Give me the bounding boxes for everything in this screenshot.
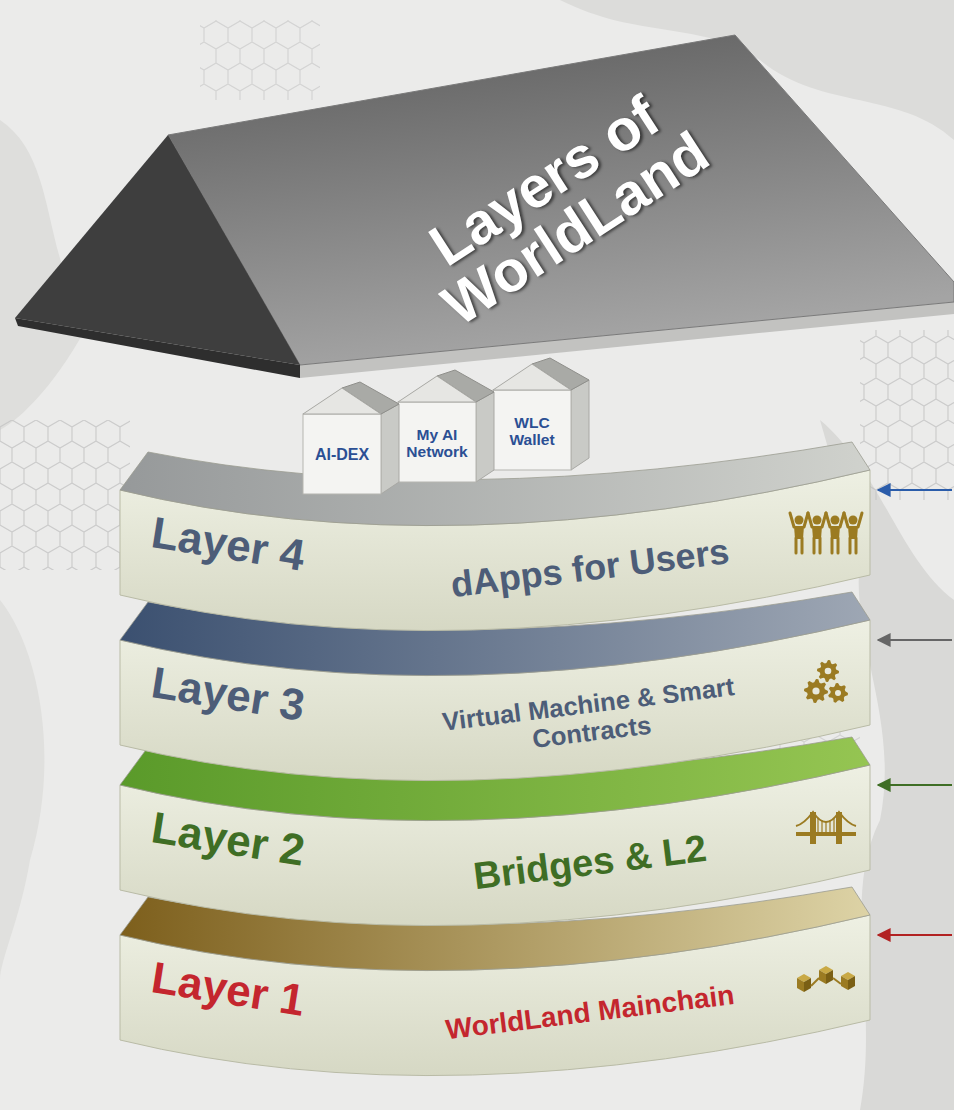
house-text: WLC Wallet <box>495 414 569 448</box>
people-icon <box>790 513 862 553</box>
house-gable <box>493 364 571 390</box>
slab-top <box>120 442 870 526</box>
house-label: My AI Network <box>400 410 474 476</box>
house-node: WLC Wallet <box>493 358 589 470</box>
gears-icon <box>804 660 848 703</box>
house-node: My AI Network <box>398 370 494 482</box>
slab-top <box>120 887 870 971</box>
house-front <box>303 414 381 494</box>
bridge-icon <box>796 812 856 844</box>
roof-node: Layers of WorldLand <box>0 0 954 380</box>
house-text: My AI Network <box>400 426 474 460</box>
roof-gable-edge <box>15 318 300 378</box>
house-label: AI-DEX <box>305 422 379 488</box>
house-front <box>398 402 476 482</box>
map-region <box>0 600 44 980</box>
house-shape <box>303 382 399 494</box>
hex-texture <box>0 420 130 570</box>
house-side <box>381 404 399 494</box>
house-gable <box>398 376 476 402</box>
slab-top <box>120 592 870 676</box>
roof-face <box>168 35 954 365</box>
blocks-icon <box>797 966 855 992</box>
pointer-arrow <box>878 784 952 786</box>
house-node: AI-DEX <box>303 382 399 494</box>
house-side <box>476 392 494 482</box>
house-front <box>493 390 571 470</box>
pointer-arrow <box>878 489 952 491</box>
house-text: AI-DEX <box>315 446 369 464</box>
house-gable <box>303 388 381 414</box>
house-label: WLC Wallet <box>495 398 569 464</box>
pointer-arrow <box>878 934 952 936</box>
house-side <box>571 380 589 470</box>
pointer-arrow <box>878 639 952 641</box>
slab-top <box>120 737 870 821</box>
hex-texture <box>200 20 320 100</box>
hex-texture <box>860 330 954 500</box>
